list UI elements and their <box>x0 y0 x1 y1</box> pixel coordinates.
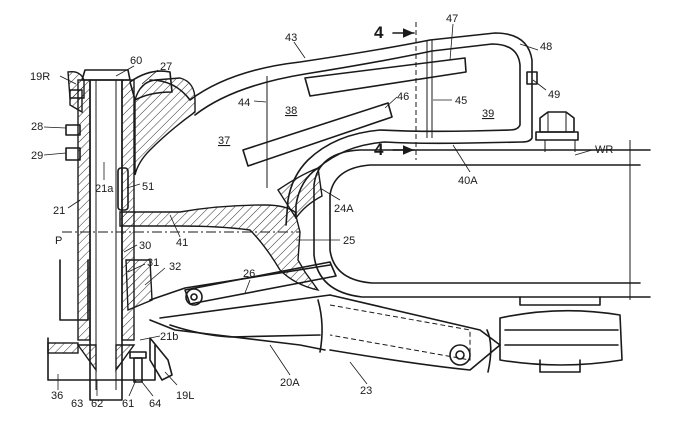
label-24A: 24A <box>334 203 354 215</box>
label-51: 51 <box>142 181 154 193</box>
label-43: 43 <box>285 32 297 44</box>
label-28: 28 <box>31 121 43 133</box>
reference-labels: 4 4 19R 60 27 28 29 21a 51 21 P 30 31 32… <box>30 13 613 410</box>
label-48: 48 <box>540 41 552 53</box>
label-20A: 20A <box>280 377 300 389</box>
label-40A: 40A <box>458 175 478 187</box>
casting-body <box>119 77 323 292</box>
label-62: 62 <box>91 398 103 410</box>
pivot-tube <box>47 69 173 401</box>
bolt-nut <box>526 71 579 141</box>
label-46: 46 <box>397 91 409 103</box>
label-41: 41 <box>176 237 188 249</box>
section-mark-top: 4 <box>374 23 384 42</box>
label-26: 26 <box>243 268 255 280</box>
label-25: 25 <box>343 235 355 247</box>
label-39: 39 <box>482 108 494 120</box>
label-63: 63 <box>71 398 83 410</box>
label-30: 30 <box>139 240 151 252</box>
label-61: 61 <box>122 398 134 410</box>
label-21b: 21b <box>160 331 178 343</box>
label-64: 64 <box>149 398 161 410</box>
label-27: 27 <box>160 61 172 73</box>
label-32: 32 <box>169 261 181 273</box>
label-49: 49 <box>548 89 560 101</box>
label-WR: WR <box>595 144 613 156</box>
label-45: 45 <box>455 95 467 107</box>
section-mark-bottom: 4 <box>374 140 384 159</box>
label-21: 21 <box>53 205 65 217</box>
upper-housing <box>149 32 533 226</box>
wheel-hub <box>499 309 623 373</box>
lower-arm <box>149 261 501 373</box>
label-47: 47 <box>446 13 458 25</box>
section-line <box>392 22 417 160</box>
label-19L: 19L <box>176 390 194 402</box>
rear-wheel-arm <box>313 140 651 306</box>
label-29: 29 <box>31 150 43 162</box>
label-37: 37 <box>218 135 230 147</box>
label-19R: 19R <box>30 71 50 83</box>
label-31: 31 <box>147 257 159 269</box>
label-36: 36 <box>51 390 63 402</box>
label-23: 23 <box>360 385 372 397</box>
label-44: 44 <box>238 97 250 109</box>
label-P: P <box>55 235 62 247</box>
label-60: 60 <box>130 55 142 67</box>
leader-lines <box>43 23 593 397</box>
label-21a: 21a <box>95 183 114 195</box>
label-38: 38 <box>285 105 297 117</box>
